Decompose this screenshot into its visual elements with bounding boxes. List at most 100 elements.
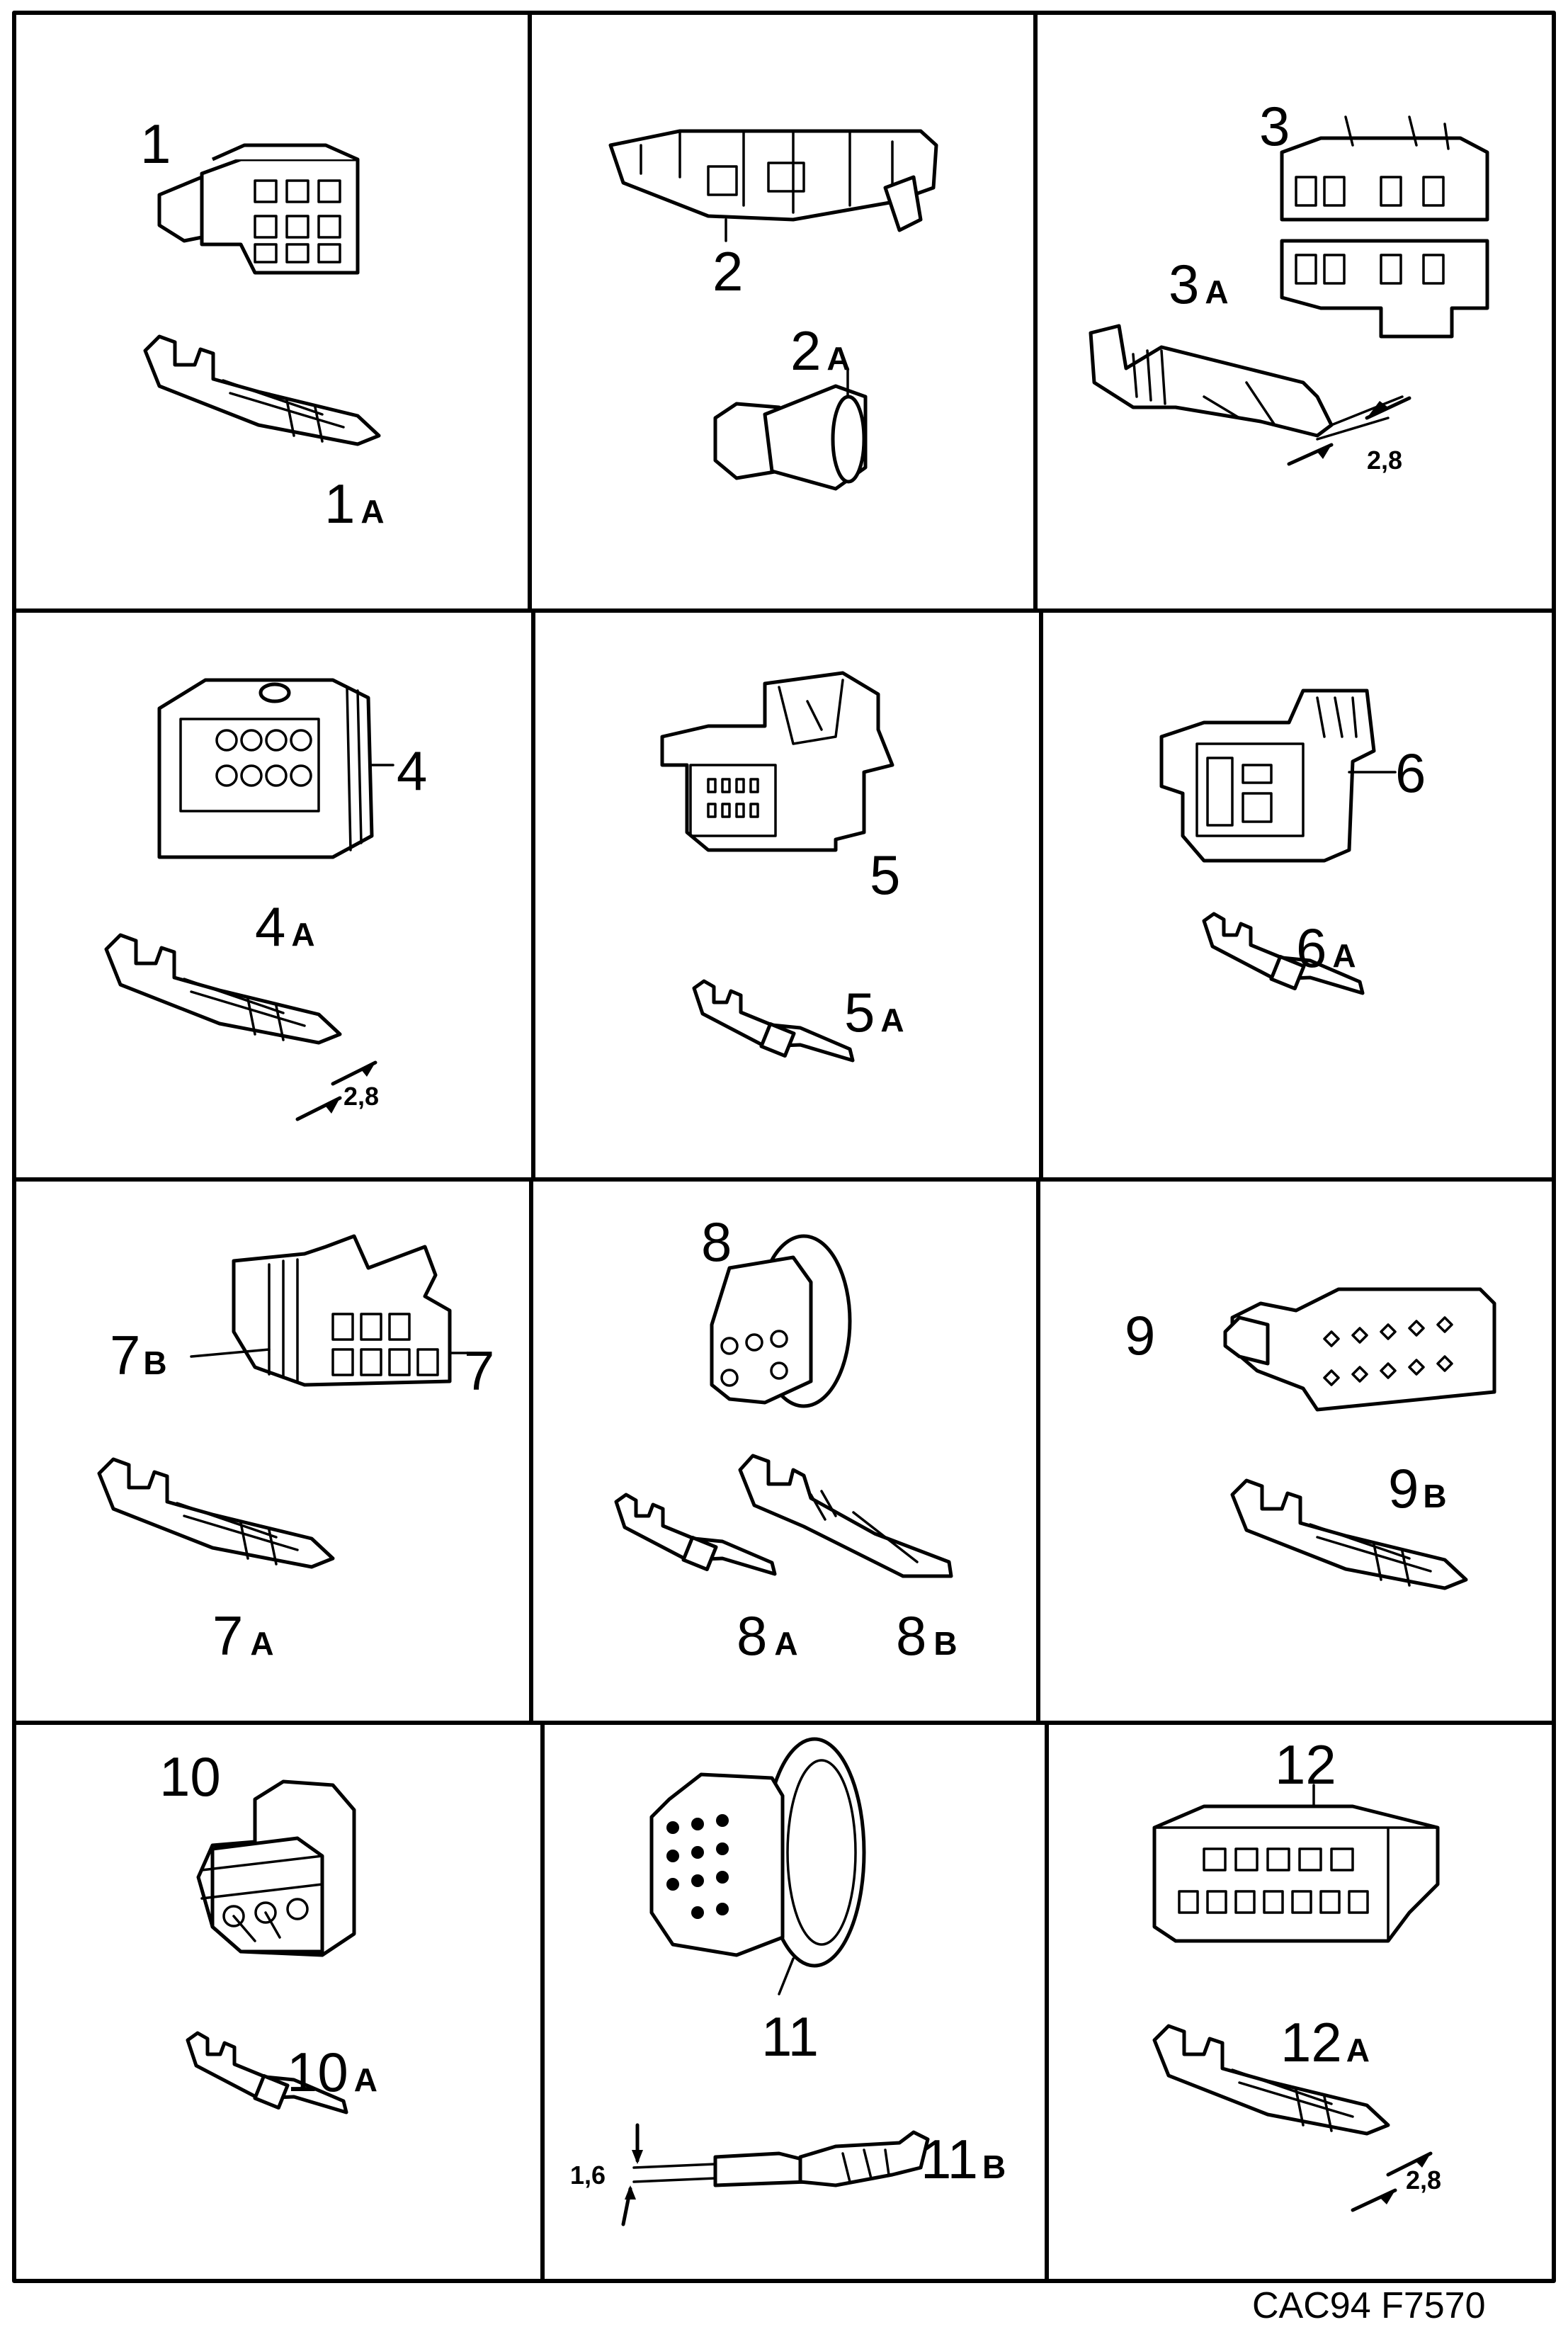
part-label-8a: 8 <box>737 1604 767 1667</box>
part-suffix-5a: A <box>880 1002 904 1038</box>
svg-text:11: 11 <box>761 2005 819 2068</box>
part-label-6a: 6 <box>1296 917 1326 979</box>
svg-text:6A: 6A <box>1296 917 1356 979</box>
svg-text:7A: 7A <box>212 1604 274 1667</box>
terminal-3a-drawing <box>1089 324 1404 441</box>
svg-text:11B: 11B <box>921 2128 1006 2190</box>
connector-4-drawing <box>157 678 394 859</box>
part-label-1a: 1 <box>324 472 355 535</box>
svg-text:3A: 3A <box>1169 253 1229 315</box>
svg-text:6: 6 <box>1395 742 1426 804</box>
connector-8-drawing <box>710 1234 852 1408</box>
part-label-12a: 12 <box>1280 2011 1342 2073</box>
part-label-9: 9 <box>1125 1304 1155 1366</box>
connector-5-drawing <box>660 671 894 852</box>
connector-11-drawing <box>649 1737 866 1995</box>
part-suffix-7b: B <box>143 1344 166 1381</box>
part-suffix-8a: A <box>774 1625 797 1662</box>
svg-text:1A: 1A <box>324 472 385 535</box>
svg-text:9B: 9B <box>1388 1457 1447 1519</box>
connector-12-drawing <box>1152 1784 1440 1943</box>
svg-text:2: 2 <box>712 240 743 302</box>
terminal-5a-drawing <box>694 981 853 1060</box>
svg-text:5A: 5A <box>844 981 904 1043</box>
part-label-5: 5 <box>870 844 900 906</box>
dimension-3a-value: 2,8 <box>1367 446 1402 475</box>
connector-2-drawing <box>608 129 938 242</box>
part-label-7a: 7 <box>212 1604 243 1667</box>
part-label-7b: 7 <box>110 1324 140 1386</box>
part-suffix-3a: A <box>1205 273 1228 310</box>
part-suffix-4a: A <box>291 916 314 953</box>
svg-text:2A: 2A <box>790 319 851 382</box>
part-label-9b: 9 <box>1388 1457 1419 1519</box>
connector-10-drawing <box>196 1779 356 1957</box>
connector-3-drawing <box>1280 115 1489 339</box>
contact-2a-drawing <box>713 367 868 491</box>
svg-text:10: 10 <box>159 1745 221 1808</box>
part-suffix-10a: A <box>354 2061 377 2098</box>
part-label-6: 6 <box>1395 742 1426 804</box>
part-suffix-7a: A <box>250 1625 273 1662</box>
part-label-4: 4 <box>397 740 427 802</box>
part-label-12: 12 <box>1275 1733 1336 1796</box>
part-label-3: 3 <box>1259 95 1290 157</box>
terminal-1a-drawing <box>145 336 379 444</box>
connector-6-drawing <box>1159 689 1397 863</box>
svg-text:4A: 4A <box>255 895 315 958</box>
diagram-code: CAC94 F7570 <box>1252 2285 1486 2326</box>
svg-text:10A: 10A <box>287 2041 377 2103</box>
svg-text:9: 9 <box>1125 1304 1155 1366</box>
svg-text:12: 12 <box>1275 1733 1336 1796</box>
terminal-8b-drawing <box>738 1454 953 1578</box>
terminal-8a-drawing <box>616 1495 775 1574</box>
part-label-8: 8 <box>701 1211 732 1273</box>
terminal-11b-drawing <box>632 2130 930 2187</box>
part-label-2a: 2 <box>790 319 821 382</box>
dimension-4a: 2,8 <box>295 1060 379 1121</box>
part-label-8b: 8 <box>896 1604 926 1667</box>
part-label-7: 7 <box>464 1340 494 1402</box>
svg-text:4: 4 <box>397 740 427 802</box>
svg-text:8A: 8A <box>737 1604 798 1667</box>
svg-text:8B: 8B <box>896 1604 958 1667</box>
dimension-11b: 1,6 <box>570 2123 643 2226</box>
part-label-10a: 10 <box>287 2041 348 2103</box>
svg-text:5: 5 <box>870 844 900 906</box>
svg-text:12A: 12A <box>1280 2011 1370 2073</box>
svg-text:3: 3 <box>1259 95 1290 157</box>
part-suffix-2a: A <box>826 340 850 377</box>
dimension-4a-value: 2,8 <box>343 1082 379 1111</box>
dimension-11b-value: 1,6 <box>570 2161 606 2190</box>
part-label-10: 10 <box>159 1745 221 1808</box>
terminal-7a-drawing <box>99 1459 333 1567</box>
part-suffix-1a: A <box>360 493 384 530</box>
dimension-3a: 2,8 <box>1287 396 1411 475</box>
part-label-2: 2 <box>712 240 743 302</box>
connector-9-drawing <box>1223 1287 1496 1412</box>
part-suffix-9b: B <box>1423 1478 1446 1514</box>
dimension-12a: 2,8 <box>1351 2151 1441 2212</box>
svg-text:7: 7 <box>464 1340 494 1402</box>
part-suffix-6a: A <box>1332 937 1356 974</box>
part-label-4a: 4 <box>255 895 285 958</box>
svg-text:7B: 7B <box>110 1324 167 1386</box>
grid-lines <box>12 11 1556 2283</box>
part-label-5a: 5 <box>844 981 875 1043</box>
part-suffix-11b: B <box>982 2148 1006 2185</box>
part-label-3a: 3 <box>1169 253 1199 315</box>
dimension-12a-value: 2,8 <box>1406 2165 1441 2195</box>
